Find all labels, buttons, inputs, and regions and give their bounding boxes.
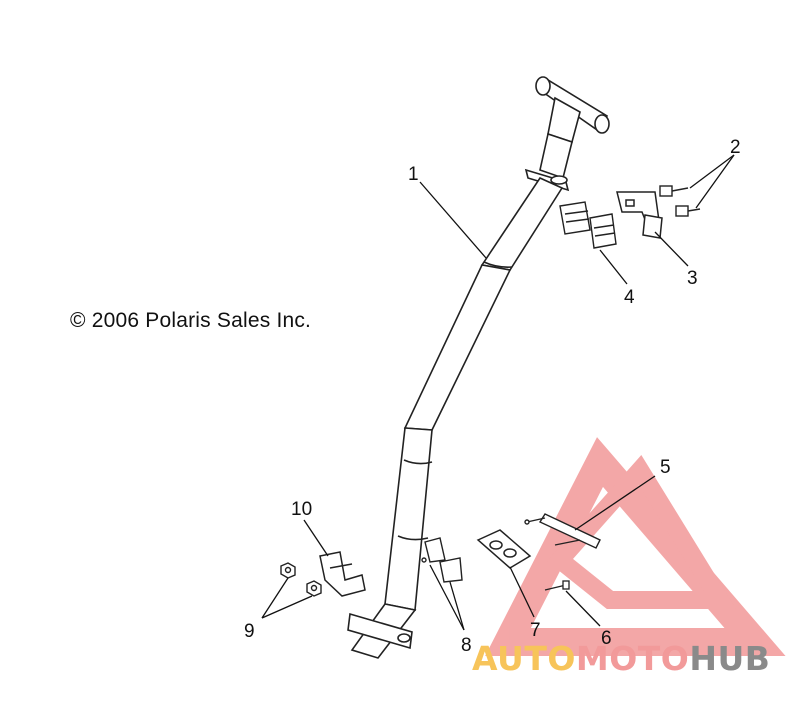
callout-9: 9: [244, 621, 255, 642]
latch-5: [524, 513, 601, 549]
pin-6: [544, 580, 570, 591]
leader-lines: [261, 154, 735, 631]
callout-7: 7: [530, 620, 541, 641]
callout-3: 3: [687, 268, 698, 289]
copyright-notice: © 2006 Polaris Sales Inc.: [70, 309, 312, 332]
steering-tube: [347, 76, 610, 659]
callout-6: 6: [601, 628, 612, 649]
callout-4: 4: [624, 287, 635, 308]
watermark-logo: [485, 437, 786, 656]
pad-7: [476, 529, 532, 569]
bolts-2: [659, 185, 701, 217]
clamp-4: [559, 201, 617, 249]
wm-hub: HUB: [689, 639, 770, 678]
callout-2: 2: [730, 137, 741, 158]
clamp-8: [421, 537, 463, 583]
wm-moto: MOTO: [576, 639, 689, 678]
nuts-9: [280, 562, 322, 597]
bracket-10: [319, 551, 366, 597]
watermark-text: AUTOMOTOHUB: [472, 639, 770, 678]
callout-numbers: 1 2 3 4 5 6 7 8 9 10: [244, 137, 741, 656]
callout-1: 1: [408, 164, 419, 185]
callout-10: 10: [291, 499, 312, 520]
callout-5: 5: [660, 457, 671, 478]
wm-auto: AUTO: [472, 639, 576, 678]
svg-text:AUTOMOTOHUB: AUTOMOTOHUB: [472, 639, 770, 678]
bracket-3: [616, 191, 663, 239]
callout-8: 8: [461, 635, 472, 656]
